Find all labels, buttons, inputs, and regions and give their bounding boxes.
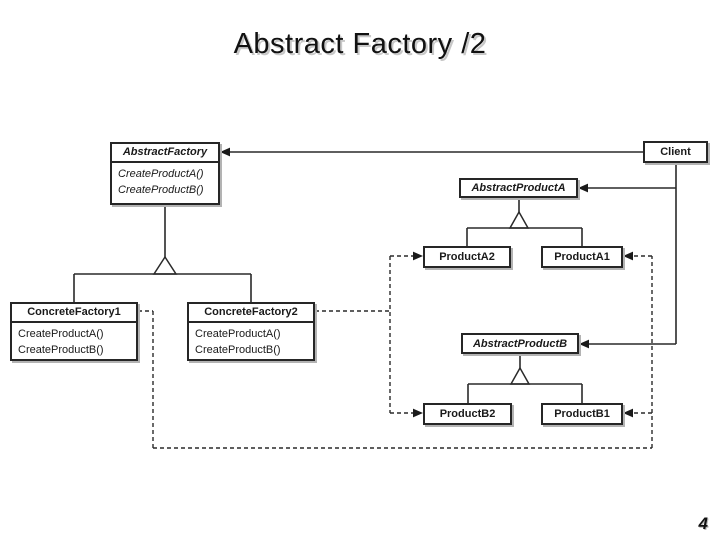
method-create-product-a: CreateProductA(): [195, 328, 281, 340]
class-name: ProductA1: [554, 251, 610, 263]
arrowhead-producta1: [623, 251, 633, 261]
gen-factory-triangle: [152, 255, 178, 275]
method-create-product-b: CreateProductB(): [118, 184, 204, 196]
class-name: AbstractFactory: [122, 146, 208, 158]
class-abstract-product-a: AbstractProductA: [459, 178, 578, 198]
class-client: Client: [643, 141, 708, 163]
arrowhead-productb2: [413, 408, 423, 418]
class-name: AbstractProductA: [471, 182, 566, 194]
class-abstract-product-b: AbstractProductB: [461, 333, 579, 354]
slide-title: Abstract Factory /2: [233, 28, 487, 60]
class-abstract-factory: AbstractFactory CreateProductA() CreateP…: [110, 142, 220, 205]
class-product-a1: ProductA1: [541, 246, 623, 268]
class-name: ProductB2: [439, 408, 496, 420]
class-concrete-factory-2: ConcreteFactory2 CreateProductA() Create…: [187, 302, 315, 361]
class-methods: CreateProductA() CreateProductB(): [189, 321, 313, 358]
arrowhead-productb1: [623, 408, 633, 418]
class-name: AbstractProductB: [472, 337, 568, 350]
class-name: ConcreteFactory1: [27, 306, 121, 318]
class-methods: CreateProductA() CreateProductB(): [112, 161, 218, 198]
class-methods: CreateProductA() CreateProductB(): [12, 321, 136, 358]
arrowhead-producta2: [413, 251, 423, 261]
arrowhead-abstractproductb: [579, 339, 589, 349]
class-product-b1: ProductB1: [541, 403, 623, 425]
method-create-product-b: CreateProductB(): [195, 344, 281, 356]
method-create-product-a: CreateProductA(): [118, 168, 204, 180]
method-create-product-a: CreateProductA(): [18, 328, 104, 340]
arrowhead-abstractproducta: [578, 183, 588, 193]
gen-productb-triangle: [509, 366, 531, 385]
class-product-a2: ProductA2: [423, 246, 511, 268]
arrowhead-abstractfactory: [220, 147, 230, 157]
class-name: ConcreteFactory2: [204, 306, 298, 318]
class-name: ProductB1: [554, 408, 610, 420]
class-name: Client: [660, 146, 691, 158]
gen-producta-triangle: [508, 210, 530, 229]
page-number: 4: [698, 514, 708, 533]
method-create-product-b: CreateProductB(): [18, 344, 104, 356]
class-concrete-factory-1: ConcreteFactory1 CreateProductA() Create…: [10, 302, 138, 361]
class-name: ProductA2: [439, 251, 495, 263]
class-product-b2: ProductB2: [423, 403, 512, 425]
